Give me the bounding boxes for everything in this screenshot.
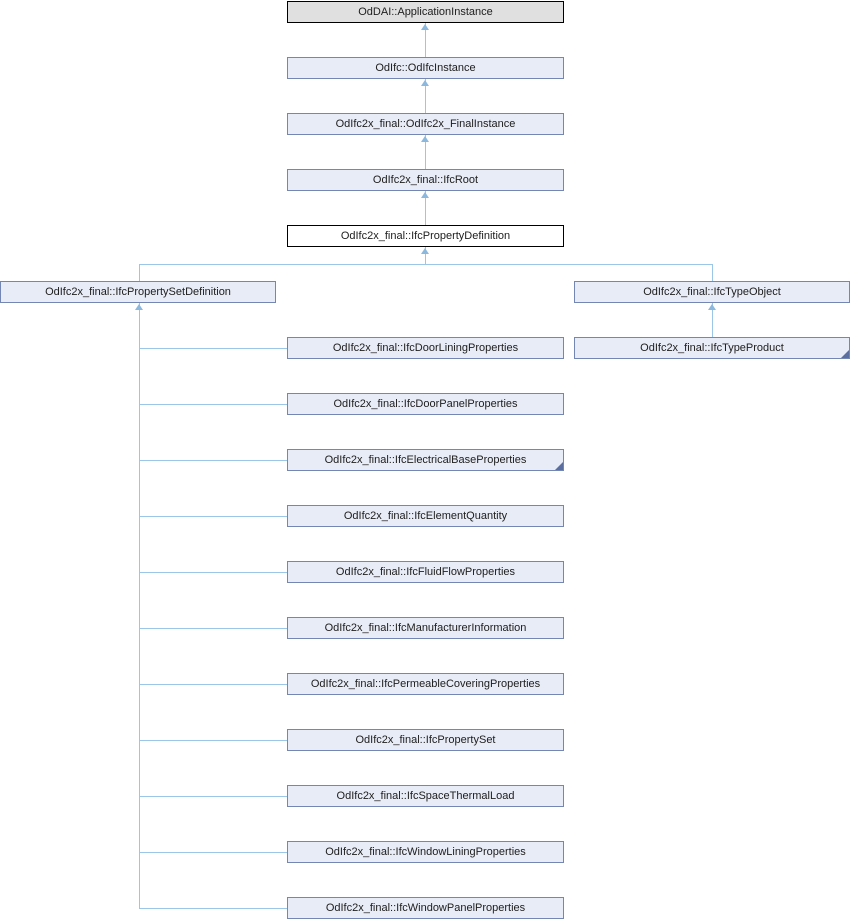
class-node-label: OdIfc2x_final::IfcTypeProduct xyxy=(640,342,784,354)
inheritance-edge xyxy=(139,852,287,853)
inheritance-edge xyxy=(139,740,287,741)
node-ifctypeobject[interactable]: OdIfc2x_final::IfcTypeObject xyxy=(574,281,850,303)
class-node-label: OdIfc2x_final::OdIfc2x_FinalInstance xyxy=(335,118,516,130)
truncated-corner-icon xyxy=(555,462,563,470)
truncated-corner-icon xyxy=(841,350,849,358)
class-node-label: OdIfc2x_final::IfcElementQuantity xyxy=(343,510,508,522)
class-node-label: OdIfc2x_final::IfcDoorLiningProperties xyxy=(332,342,519,354)
inheritance-arrowhead-icon xyxy=(421,192,429,198)
inheritance-edge xyxy=(425,79,426,113)
node-ifcdoorliningproperties[interactable]: OdIfc2x_final::IfcDoorLiningProperties xyxy=(287,337,564,359)
inheritance-edge xyxy=(139,264,140,281)
inheritance-edge xyxy=(139,796,287,797)
node-ifcspacethermalload[interactable]: OdIfc2x_final::IfcSpaceThermalLoad xyxy=(287,785,564,807)
node-ifcdoorpanelproperties[interactable]: OdIfc2x_final::IfcDoorPanelProperties xyxy=(287,393,564,415)
inheritance-edge xyxy=(139,404,287,405)
inheritance-edge xyxy=(139,516,287,517)
node-ifcpermeablecoveringproperties[interactable]: OdIfc2x_final::IfcPermeableCoveringPrope… xyxy=(287,673,564,695)
inheritance-edge xyxy=(139,264,713,265)
class-node-label: OdIfc2x_final::IfcSpaceThermalLoad xyxy=(336,790,515,802)
node-oddai-applicationinstance: OdDAI::ApplicationInstance xyxy=(287,1,564,23)
node-ifcroot[interactable]: OdIfc2x_final::IfcRoot xyxy=(287,169,564,191)
class-node-label: OdIfc2x_final::IfcRoot xyxy=(372,174,479,186)
inheritance-edge xyxy=(425,135,426,169)
class-node-label: OdIfc2x_final::IfcTypeObject xyxy=(643,286,781,298)
class-node-label: OdIfc2x_final::IfcPermeableCoveringPrope… xyxy=(310,678,541,690)
inheritance-arrowhead-icon xyxy=(708,304,716,310)
inheritance-edge xyxy=(425,247,426,264)
inheritance-edge xyxy=(139,303,140,908)
node-odifc2x-finalinstance[interactable]: OdIfc2x_final::OdIfc2x_FinalInstance xyxy=(287,113,564,135)
node-ifctypeproduct[interactable]: OdIfc2x_final::IfcTypeProduct xyxy=(574,337,850,359)
inheritance-edge xyxy=(139,348,287,349)
node-ifcmanufacturerinformation[interactable]: OdIfc2x_final::IfcManufacturerInformatio… xyxy=(287,617,564,639)
inheritance-edge xyxy=(712,303,713,337)
class-node-label: OdIfc2x_final::IfcFluidFlowProperties xyxy=(335,566,516,578)
class-node-label: OdIfc2x_final::IfcManufacturerInformatio… xyxy=(324,622,527,634)
class-node-label: OdIfc::OdIfcInstance xyxy=(375,62,476,74)
inheritance-arrowhead-icon xyxy=(421,24,429,30)
node-ifcelectricalbaseproperties[interactable]: OdIfc2x_final::IfcElectricalBaseProperti… xyxy=(287,449,564,471)
inheritance-edge xyxy=(139,460,287,461)
inheritance-arrowhead-icon xyxy=(135,304,143,310)
class-node-label: OdIfc2x_final::IfcPropertyDefinition xyxy=(340,230,511,242)
class-node-label: OdIfc2x_final::IfcPropertySet xyxy=(355,734,496,746)
node-ifcwindowpanelproperties[interactable]: OdIfc2x_final::IfcWindowPanelProperties xyxy=(287,897,564,919)
node-ifcwindowliningproperties[interactable]: OdIfc2x_final::IfcWindowLiningProperties xyxy=(287,841,564,863)
inheritance-edge xyxy=(139,684,287,685)
inheritance-edge xyxy=(425,23,426,57)
inheritance-edge xyxy=(139,908,287,909)
inheritance-edge xyxy=(139,628,287,629)
class-node-label: OdIfc2x_final::IfcDoorPanelProperties xyxy=(333,398,518,410)
node-ifcelementquantity[interactable]: OdIfc2x_final::IfcElementQuantity xyxy=(287,505,564,527)
class-node-label: OdIfc2x_final::IfcWindowLiningProperties xyxy=(325,846,526,858)
node-odifc-odifcinstance[interactable]: OdIfc::OdIfcInstance xyxy=(287,57,564,79)
inheritance-arrowhead-icon xyxy=(421,136,429,142)
node-ifcfluidflowproperties[interactable]: OdIfc2x_final::IfcFluidFlowProperties xyxy=(287,561,564,583)
inheritance-arrowhead-icon xyxy=(421,248,429,254)
node-ifcpropertysetdefinition[interactable]: OdIfc2x_final::IfcPropertySetDefinition xyxy=(0,281,276,303)
inheritance-arrowhead-icon xyxy=(421,80,429,86)
class-node-label: OdDAI::ApplicationInstance xyxy=(358,6,493,18)
inheritance-edge xyxy=(425,191,426,225)
class-node-label: OdIfc2x_final::IfcPropertySetDefinition xyxy=(45,286,231,298)
class-node-label: OdIfc2x_final::IfcWindowPanelProperties xyxy=(325,902,526,914)
inheritance-edge xyxy=(139,572,287,573)
class-node-label: OdIfc2x_final::IfcElectricalBaseProperti… xyxy=(324,454,527,466)
node-ifcpropertyset[interactable]: OdIfc2x_final::IfcPropertySet xyxy=(287,729,564,751)
inheritance-edge xyxy=(712,264,713,281)
node-ifcpropertydefinition: OdIfc2x_final::IfcPropertyDefinition xyxy=(287,225,564,247)
